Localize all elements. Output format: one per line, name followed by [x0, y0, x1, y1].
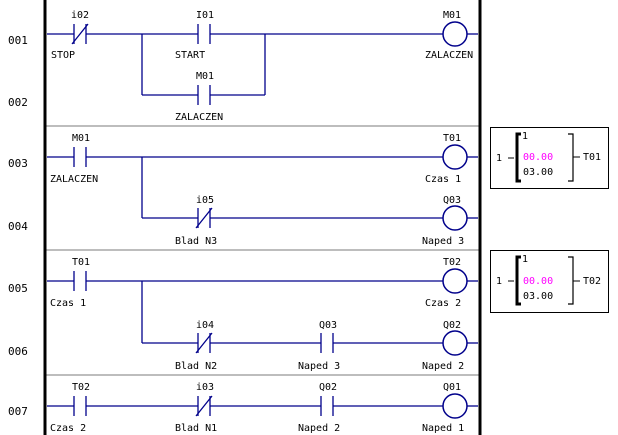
contact-address: T01 [72, 257, 90, 268]
timer-preset-value: 03.00 [523, 291, 553, 302]
contact-address: Q02 [319, 382, 337, 393]
coil-t02[interactable]: T02 Czas 2 [425, 257, 468, 309]
contact-label: STOP [51, 50, 75, 61]
contact-t02[interactable]: T02 Czas 2 [50, 382, 90, 434]
coil-label: ZALACZEN [425, 50, 473, 61]
contact-address: I01 [196, 10, 214, 21]
contact-label: Czas 2 [50, 423, 86, 434]
coil-label: Naped 2 [422, 361, 464, 372]
contact-address: i02 [71, 10, 89, 21]
contact-naped-3[interactable]: Q03 Naped 3 [298, 320, 340, 372]
rung-001: i02 STOP I01 START M01 ZALACZEN [47, 10, 478, 96]
contact-zalaczen[interactable]: M01 ZALACZEN [175, 71, 223, 123]
contact-label: ZALACZEN [175, 112, 223, 123]
contact-label: Blad N3 [175, 236, 217, 247]
contact-address: i04 [196, 320, 214, 331]
rung-number[interactable]: 001 [8, 34, 28, 47]
rung-number[interactable]: 002 [8, 96, 28, 109]
contact-address: i05 [196, 195, 214, 206]
contact-address: T02 [72, 382, 90, 393]
coil-address: T02 [443, 257, 461, 268]
contact-address: M01 [72, 133, 90, 144]
rung-007: T02 Czas 2 i03 Blad N1 Q02 Naped 2 Q01 N… [47, 382, 478, 434]
contact-label: START [175, 50, 205, 61]
contact-blad-n2[interactable]: i04 Blad N2 [175, 320, 217, 372]
contact-address: Q03 [319, 320, 337, 331]
contact-m01[interactable]: M01 ZALACZEN [50, 133, 98, 185]
timer-block-t01[interactable]: 1 1 00.00 03.00 T01 [490, 127, 609, 189]
coil-t01[interactable]: T01 Czas 1 [425, 133, 468, 185]
coil-address: Q02 [443, 320, 461, 331]
contact-address: i03 [196, 382, 214, 393]
coil-label: Czas 1 [425, 174, 461, 185]
coil-address: T01 [443, 133, 461, 144]
coil-q01[interactable]: Q01 Naped 1 [422, 382, 468, 434]
timer-block-t02[interactable]: 1 1 00.00 03.00 T02 [490, 250, 609, 313]
rung-number[interactable]: 003 [8, 157, 28, 170]
contact-label: Naped 2 [298, 423, 340, 434]
contact-blad-n3[interactable]: i05 Blad N3 [175, 195, 217, 247]
contact-start[interactable]: I01 START [175, 10, 214, 61]
row-separators [46, 125, 480, 376]
coil-q03[interactable]: Q03 Naped 3 [422, 195, 468, 247]
rung-004: i05 Blad N3 Q03 Naped 3 [175, 195, 468, 247]
contact-label: Naped 3 [298, 361, 340, 372]
rung-002: M01 ZALACZEN [175, 71, 223, 123]
coil-label: Naped 1 [422, 423, 464, 434]
timer-mode: 1 [496, 276, 502, 287]
contact-label: Blad N2 [175, 361, 217, 372]
rung-003: M01 ZALACZEN T01 Czas 1 [47, 133, 478, 219]
contact-label: Blad N1 [175, 423, 217, 434]
timer-input: 1 [522, 131, 528, 142]
coil-label: Czas 2 [425, 298, 461, 309]
coil-m01[interactable]: M01 ZALACZEN [425, 10, 473, 61]
rung-006: i04 Blad N2 Q03 Naped 3 Q02 Naped 2 [175, 320, 468, 372]
timer-current-value: 00.00 [523, 152, 553, 163]
rung-005: T01 Czas 1 T02 Czas 2 [47, 257, 478, 344]
coil-address: M01 [443, 10, 461, 21]
rung-number[interactable]: 004 [8, 220, 28, 233]
rung-number[interactable]: 007 [8, 405, 28, 418]
contact-stop[interactable]: i02 STOP [51, 10, 89, 61]
coil-address: Q01 [443, 382, 461, 393]
timer-name: T02 [583, 276, 601, 287]
timer-preset-value: 03.00 [523, 167, 553, 178]
contact-label: Czas 1 [50, 298, 86, 309]
rung-number[interactable]: 006 [8, 345, 28, 358]
coil-q02[interactable]: Q02 Naped 2 [422, 320, 468, 372]
timer-mode: 1 [496, 153, 502, 164]
coil-label: Naped 3 [422, 236, 464, 247]
contact-address: M01 [196, 71, 214, 82]
contact-blad-n1[interactable]: i03 Blad N1 [175, 382, 217, 434]
coil-address: Q03 [443, 195, 461, 206]
contact-label: ZALACZEN [50, 174, 98, 185]
timer-input: 1 [522, 254, 528, 265]
timer-current-value: 00.00 [523, 276, 553, 287]
contact-t01[interactable]: T01 Czas 1 [50, 257, 90, 309]
contact-naped-2[interactable]: Q02 Naped 2 [298, 382, 340, 434]
rung-number[interactable]: 005 [8, 282, 28, 295]
timer-name: T01 [583, 152, 601, 163]
